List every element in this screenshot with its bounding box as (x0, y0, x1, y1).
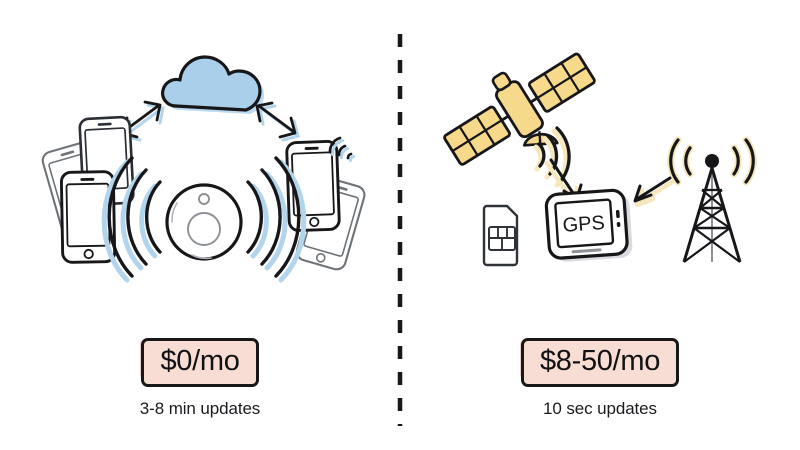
gps-device-icon: GPS (544, 188, 633, 262)
arrow-cloud-right (255, 101, 300, 142)
tower-signal-waves (667, 136, 757, 186)
signal-waves-left (101, 156, 162, 283)
price-badge-paid: $8-50/mo (519, 338, 680, 388)
right-update-frequency-caption: 10 sec updates (543, 399, 657, 419)
signal-waves-right (246, 156, 307, 283)
sim-card-icon (482, 204, 519, 267)
price-badge-free: $0/mo (140, 338, 259, 388)
wifi-arc-icon (328, 136, 355, 162)
cell-tower-icon (682, 154, 742, 263)
satellite-icon (443, 52, 596, 166)
right-panel-artwork: GPS (443, 52, 757, 267)
left-update-frequency-caption: 3-8 min updates (139, 399, 261, 419)
right-price-block: $8-50/mo 10 sec updates (400, 338, 800, 419)
phone-cluster-right (285, 139, 366, 271)
arrow-tower-to-gps (633, 176, 675, 208)
cloud-icon (161, 55, 264, 114)
left-panel-artwork (41, 55, 366, 283)
phone-cluster-left (41, 115, 135, 264)
left-price-block: $0/mo 3-8 min updates (0, 338, 400, 419)
gps-screen-label: GPS (562, 212, 606, 237)
bluetooth-tracker-icon (165, 183, 243, 261)
